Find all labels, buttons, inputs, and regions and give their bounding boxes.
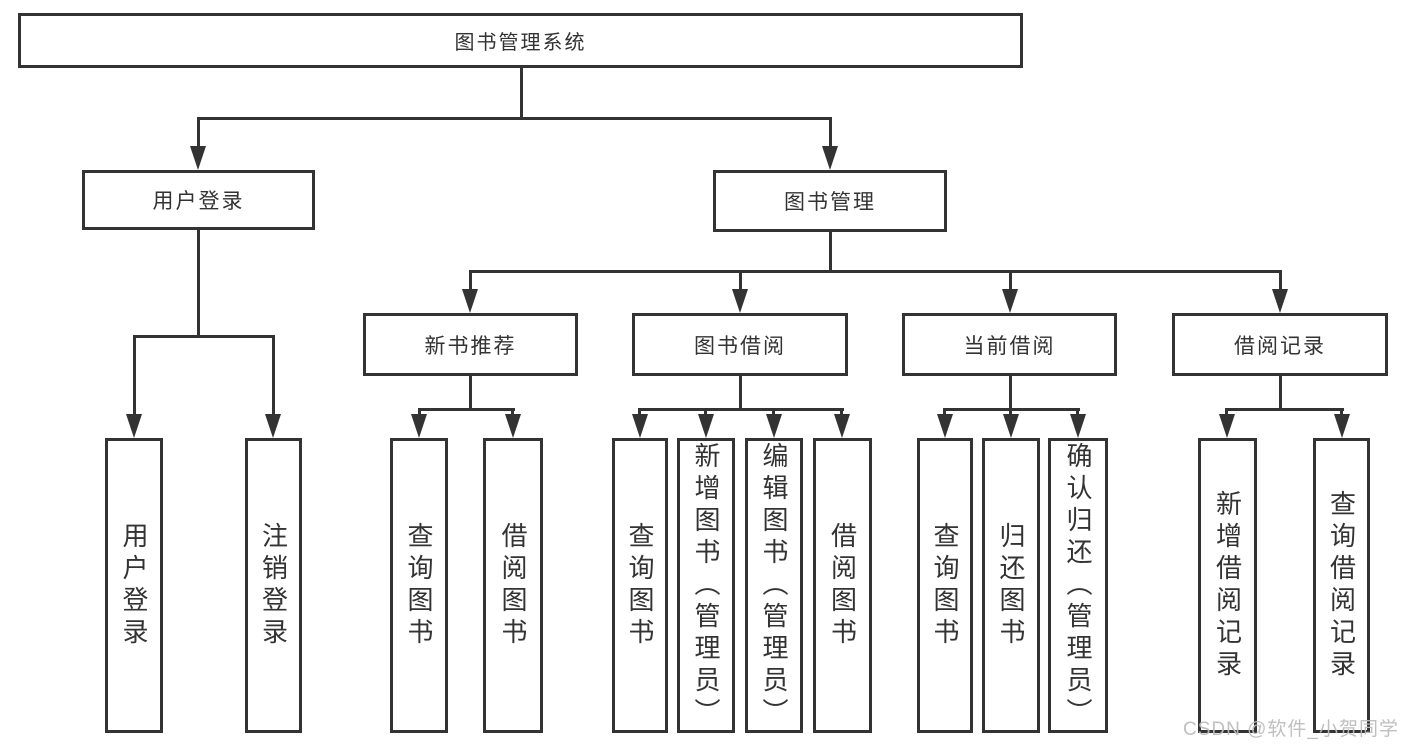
- connector-drop: [638, 408, 641, 418]
- arrowhead-down-icon: [1003, 414, 1019, 438]
- connector-book-borrowing-stem: [739, 376, 742, 410]
- leaf-return-books-label: 归还图书: [996, 521, 1026, 650]
- node-current-borrowing: 当前借阅: [902, 313, 1117, 376]
- leaf-add-books-admin: 新增图书（管理员）: [677, 438, 735, 733]
- connector-current-borrowing-stem: [1009, 376, 1012, 410]
- node-book-management-label: 图书管理: [784, 191, 876, 214]
- node-user-login: 用户登录: [82, 170, 315, 230]
- connector-drop: [1225, 408, 1228, 418]
- leaf-query-books-recommend: 查询图书: [390, 438, 448, 733]
- leaf-confirm-return-admin-label: 确认归还（管理员）: [1063, 441, 1093, 730]
- arrowhead-down-icon: [834, 414, 850, 438]
- connector-drop: [772, 408, 775, 418]
- connector-book-management-branch: [469, 270, 1282, 273]
- connector-drop: [1340, 408, 1343, 418]
- leaf-query-books-borrowing: 查询图书: [612, 438, 668, 733]
- arrowhead-down-icon: [766, 414, 782, 438]
- connector-drop-borrowing-records: [1279, 270, 1282, 292]
- leaf-query-borrow-record: 查询借阅记录: [1313, 438, 1370, 733]
- connector-drop-book-borrowing: [739, 270, 742, 292]
- arrowhead-down-icon: [505, 414, 521, 438]
- arrowhead-down-icon: [1002, 289, 1018, 313]
- node-book-borrowing: 图书借阅: [632, 313, 848, 376]
- connector-borrowing-records-stem: [1279, 376, 1282, 410]
- connector-drop-new-book-recommend: [469, 270, 472, 292]
- connector-drop: [840, 408, 843, 418]
- node-user-login-label: 用户登录: [152, 190, 245, 213]
- leaf-query-books-current: 查询图书: [917, 438, 973, 733]
- arrowhead-down-icon: [126, 414, 142, 438]
- arrowhead-down-icon: [1272, 289, 1288, 313]
- leaf-query-books-current-label: 查询图书: [930, 521, 960, 650]
- connector-root-stem: [520, 68, 523, 119]
- connector-book-borrowing-branch: [638, 408, 844, 411]
- leaf-confirm-return-admin: 确认归还（管理员）: [1048, 438, 1108, 733]
- node-borrowing-records: 借阅记录: [1172, 313, 1388, 376]
- leaf-edit-books-admin: 编辑图书（管理员）: [745, 438, 803, 733]
- arrowhead-down-icon: [937, 414, 953, 438]
- leaf-user-login-label: 用户登录: [119, 521, 149, 650]
- leaf-borrow-books-recommend-label: 借阅图书: [498, 521, 528, 650]
- leaf-query-books-borrowing-label: 查询图书: [625, 521, 655, 650]
- leaf-return-books: 归还图书: [982, 438, 1040, 733]
- arrowhead-down-icon: [822, 146, 838, 170]
- connector-drop-leaf-logout: [272, 335, 275, 417]
- csdn-watermark: CSDN @软件_小贺同学: [1183, 719, 1399, 740]
- arrowhead-down-icon: [462, 289, 478, 313]
- connector-root-branch: [197, 117, 832, 120]
- node-root-library-system: 图书管理系统: [18, 13, 1023, 68]
- connector-user-login-stem: [197, 230, 200, 337]
- arrowhead-down-icon: [632, 414, 648, 438]
- connector-borrowing-records-branch: [1225, 408, 1344, 411]
- connector-drop: [704, 408, 707, 418]
- node-book-management: 图书管理: [713, 170, 947, 232]
- arrowhead-down-icon: [190, 146, 206, 170]
- connector-user-login-branch: [133, 335, 274, 338]
- connector-drop: [943, 408, 946, 418]
- arrowhead-down-icon: [698, 414, 714, 438]
- connector-drop-current-borrowing: [1009, 270, 1012, 292]
- connector-drop-user-login: [197, 117, 200, 149]
- connector-drop-book-management: [829, 117, 832, 149]
- node-current-borrowing-label: 当前借阅: [963, 334, 1056, 358]
- leaf-logout: 注销登录: [245, 438, 302, 733]
- leaf-borrow-books-label: 借阅图书: [827, 521, 858, 650]
- leaf-logout-label: 注销登录: [258, 521, 289, 650]
- connector-new-book-recommend-branch: [418, 408, 515, 411]
- leaf-query-books-recommend-label: 查询图书: [404, 521, 434, 650]
- connector-drop: [1009, 408, 1012, 418]
- node-new-book-recommend: 新书推荐: [363, 313, 578, 376]
- node-book-borrowing-label: 图书借阅: [694, 334, 786, 358]
- connector-book-management-stem: [829, 232, 832, 272]
- arrowhead-down-icon: [1219, 414, 1235, 438]
- connector-drop: [511, 408, 514, 418]
- leaf-add-borrow-record-label: 新增借阅记录: [1212, 489, 1243, 682]
- connector-drop: [1076, 408, 1079, 418]
- leaf-borrow-books-recommend: 借阅图书: [483, 438, 543, 733]
- arrowhead-down-icon: [265, 414, 281, 438]
- arrowhead-down-icon: [1070, 414, 1086, 438]
- arrowhead-down-icon: [1334, 414, 1350, 438]
- leaf-add-borrow-record: 新增借阅记录: [1198, 438, 1257, 733]
- connector-drop-leaf-user-login: [133, 335, 136, 417]
- node-root-label: 图书管理系统: [454, 32, 587, 54]
- leaf-add-books-admin-label: 新增图书（管理员）: [691, 441, 721, 730]
- node-new-book-recommend-label: 新书推荐: [424, 334, 517, 358]
- leaf-query-borrow-record-label: 查询借阅记录: [1326, 489, 1357, 682]
- leaf-edit-books-admin-label: 编辑图书（管理员）: [759, 441, 789, 730]
- connector-drop: [418, 408, 421, 418]
- connector-new-book-recommend-stem: [469, 376, 472, 410]
- arrowhead-down-icon: [732, 289, 748, 313]
- leaf-user-login: 用户登录: [105, 438, 163, 733]
- node-borrowing-records-label: 借阅记录: [1234, 334, 1326, 358]
- arrowhead-down-icon: [411, 414, 427, 438]
- leaf-borrow-books: 借阅图书: [813, 438, 872, 733]
